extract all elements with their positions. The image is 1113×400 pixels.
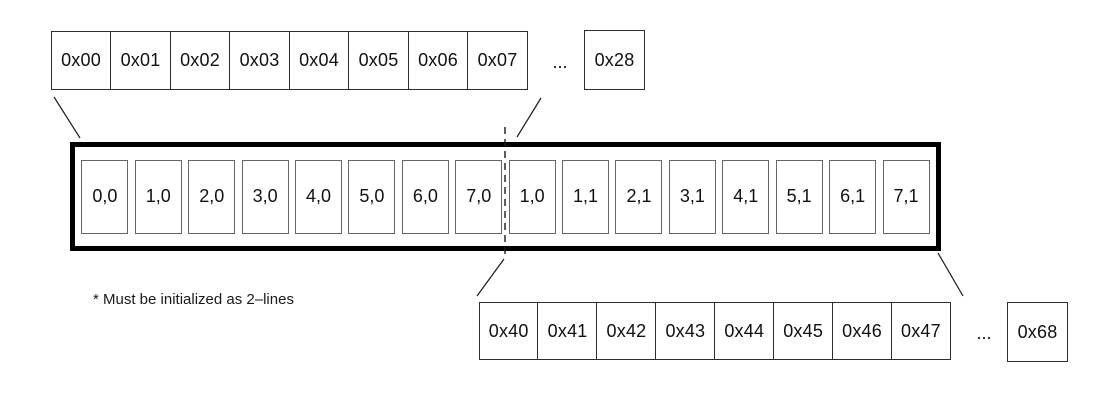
footnote: * Must be initialized as 2–lines [93,291,294,308]
connector-bottom-right [937,252,964,297]
address-cell: 0x07 [467,31,528,90]
buffer-cell: 3,0 [241,159,289,234]
buffer-cell: 1,0 [134,159,182,234]
connector-top-right [516,97,542,138]
buffer-cell: 7,1 [882,159,930,234]
connector-top-left [53,96,81,139]
bottom-ellipsis: ... [976,323,992,343]
address-cell: 0x04 [288,31,350,90]
buffer-cell: 4,1 [722,159,770,234]
address-cell: 0x00 [50,31,112,90]
address-cell: 0x40 [478,302,539,360]
connector-bottom-left [476,258,505,297]
address-cell: 0x01 [110,31,171,90]
address-cell: 0x47 [890,302,952,360]
buffer-cell: 0,0 [81,159,129,234]
buffer-cell: 6,0 [401,159,449,234]
address-cell: 0x46 [831,302,893,360]
buffer-cell: 1,0 [508,159,556,234]
buffer-cell: 4,0 [295,159,343,234]
buffer-cell: 5,0 [348,159,396,234]
top-ellipsis: ... [552,52,568,72]
address-cell: 0x45 [772,302,834,360]
buffer-cell: 6,1 [829,159,877,234]
address-cell: 0x44 [714,302,775,360]
address-cell: 0x43 [655,302,716,360]
address-cell: 0x02 [169,31,231,90]
address-cell: 0x06 [407,31,469,90]
buffer-cell: 1,1 [562,159,610,234]
buffer-cell: 3,1 [668,159,716,234]
address-cell: 0x42 [596,302,657,360]
buffer-cell: 5,1 [775,159,823,234]
buffer-cell: 2,1 [615,159,663,234]
address-cell: 0x05 [348,31,409,90]
buffer-cell: 7,0 [455,159,503,234]
address-cell-tail-top: 0x28 [584,30,645,90]
address-cell-tail-bottom: 0x68 [1007,302,1068,362]
buffer-cell: 2,0 [188,159,236,234]
address-cell: 0x41 [537,302,598,360]
address-cell: 0x03 [229,31,290,90]
